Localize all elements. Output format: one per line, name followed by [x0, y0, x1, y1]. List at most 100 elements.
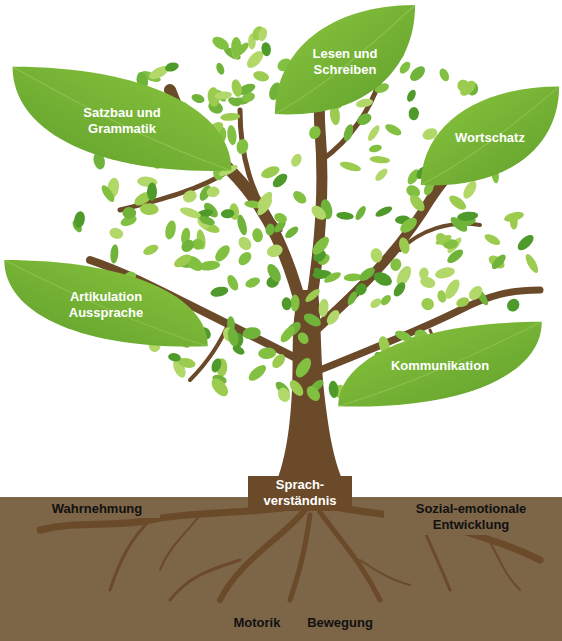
leaf-box: Artikulation Aussprache	[0, 256, 212, 354]
small-leaf	[369, 155, 390, 164]
leaf-outline	[338, 322, 542, 407]
small-leaf	[310, 234, 332, 257]
small-leaf	[366, 124, 382, 143]
small-leaf	[293, 355, 315, 380]
small-leaf	[179, 237, 197, 254]
small-leaf	[353, 281, 369, 297]
small-leaf	[445, 247, 465, 266]
small-leaf	[99, 183, 117, 204]
small-leaf	[434, 233, 453, 247]
small-leaf	[265, 262, 284, 285]
small-leaf	[290, 294, 299, 311]
small-leaf	[354, 204, 368, 221]
small-leaf	[198, 215, 216, 227]
small-leaf	[199, 260, 221, 272]
small-leaf	[457, 211, 479, 223]
small-leaf	[407, 63, 427, 83]
root-label: Sozial-emotionale Entwicklung	[384, 500, 558, 535]
small-leaf	[172, 252, 194, 270]
small-leaf	[281, 297, 291, 310]
small-leaf	[434, 265, 456, 280]
small-leaf	[110, 244, 119, 264]
small-leaf	[398, 60, 413, 76]
small-leaf	[108, 226, 125, 240]
small-leaf	[190, 92, 205, 104]
small-leaf	[258, 347, 277, 360]
small-leaf	[304, 384, 323, 404]
leaf-label: Satzbau und Grammatik	[62, 105, 182, 138]
small-leaf	[373, 167, 389, 183]
small-leaf	[255, 189, 275, 211]
small-leaf	[230, 78, 244, 98]
small-leaf	[523, 252, 540, 274]
leaf-outline	[4, 260, 208, 347]
small-leaf	[235, 138, 249, 155]
ground	[0, 497, 562, 641]
small-leaf	[339, 160, 362, 173]
small-leaf	[226, 327, 240, 348]
leaf-outline	[13, 67, 232, 171]
small-leaf	[307, 124, 322, 140]
small-leaf	[257, 27, 268, 42]
small-leaf	[323, 270, 343, 285]
leaf-outline	[421, 86, 559, 185]
small-leaf	[214, 91, 232, 100]
small-leaf	[231, 37, 242, 56]
small-leaf	[147, 183, 157, 202]
small-leaf	[252, 69, 270, 83]
small-leaf	[369, 297, 383, 310]
small-leaf	[342, 123, 355, 142]
small-leaf	[244, 276, 262, 290]
small-leaf	[418, 267, 429, 280]
small-leaf	[296, 330, 311, 346]
small-leaf	[374, 204, 394, 218]
small-leaf	[283, 224, 300, 240]
trunk	[268, 290, 352, 500]
small-leaf	[164, 61, 180, 73]
leaf-box: Lesen und Schreiben	[272, 0, 418, 124]
small-leaf	[419, 296, 436, 312]
small-leaf	[181, 188, 199, 205]
small-leaf	[336, 211, 354, 220]
small-leaf	[122, 207, 136, 219]
small-leaf	[210, 357, 224, 374]
small-leaf	[303, 287, 321, 304]
small-leaf	[270, 352, 288, 371]
small-leaf	[505, 296, 522, 314]
small-leaf	[142, 243, 160, 258]
leaf-outline	[275, 5, 415, 114]
small-leaf	[312, 266, 326, 281]
small-leaf	[369, 247, 383, 263]
small-leaf	[73, 210, 86, 228]
small-leaf	[210, 34, 231, 53]
small-leaf	[357, 265, 377, 284]
small-leaf	[236, 234, 254, 252]
small-leaf	[503, 210, 525, 224]
small-leaf	[457, 78, 478, 99]
small-leaf	[447, 193, 469, 213]
small-leaf	[206, 186, 220, 198]
small-leaf	[278, 324, 297, 345]
small-leaf	[383, 122, 403, 138]
leaf-box: Satzbau und Grammatik	[8, 62, 236, 180]
small-leaf	[179, 205, 203, 220]
small-leaf	[167, 352, 181, 362]
small-leaf	[371, 269, 394, 288]
small-leaf	[318, 298, 330, 317]
small-leaf	[221, 209, 235, 219]
leaf-label: Lesen und Schreiben	[300, 46, 390, 79]
small-leaf	[209, 285, 229, 298]
small-leaf	[265, 223, 276, 236]
small-leaf	[397, 236, 411, 255]
small-leaf	[236, 249, 254, 267]
leaf-label: Wortschatz	[440, 130, 540, 146]
small-leaf	[438, 67, 452, 83]
small-leaf	[273, 211, 289, 225]
small-leaf	[442, 277, 462, 301]
small-leaf	[302, 311, 323, 329]
small-leaf	[405, 88, 417, 103]
small-leaf	[490, 252, 508, 271]
small-leaf	[215, 62, 226, 76]
small-leaf	[276, 386, 293, 404]
leaf-label: Kommunikation	[375, 358, 505, 374]
